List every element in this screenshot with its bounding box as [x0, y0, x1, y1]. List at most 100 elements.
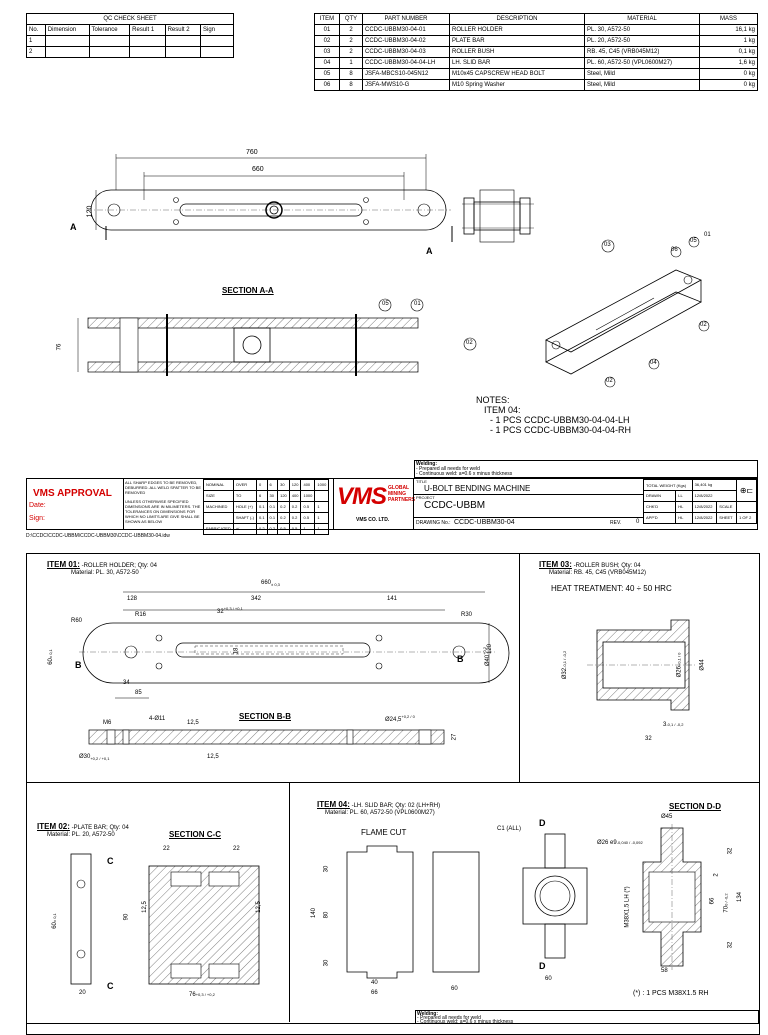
welding-block: Welding: - Prepared all needs for weld -…	[414, 460, 758, 478]
assembly-side-view	[462, 189, 534, 243]
approval-sign: Sign:	[29, 515, 45, 522]
section-marker-d-top: D	[539, 818, 546, 828]
qc-header: No.	[26, 24, 46, 36]
dim-holes: 4-Ø11	[149, 716, 166, 722]
drawing-no-label: DRAWING No.:	[416, 520, 451, 526]
qc-row-no: 1	[26, 35, 46, 47]
notes-title: NOTES:	[476, 395, 510, 405]
bom-header: PART NUMBER	[362, 13, 450, 25]
item01-heading: ITEM 01:	[47, 560, 80, 569]
section-aa-title: SECTION A-A	[222, 286, 274, 295]
dim-134: 134	[737, 891, 744, 903]
dim-20: 20	[79, 990, 86, 996]
balloon-02: 02	[466, 340, 473, 346]
item02-header: ITEM 02: -PLATE BAR; Qty: 04	[37, 822, 129, 831]
dim-66: 66	[371, 990, 378, 996]
title-block: VMS APPROVAL Date: Sign: ALL SHARP EDGES…	[26, 478, 758, 535]
notes-item: ITEM 04:	[484, 405, 521, 415]
welding-title: Welding:	[416, 461, 438, 467]
dim-66: 66	[709, 897, 716, 905]
bom-header: QTY	[339, 13, 363, 25]
item04-note: (*) : 1 PCS M38X1.5 RH	[633, 990, 709, 997]
item04-desc: -LH. SLID BAR; Qty: 02 (LH+RH)	[349, 803, 441, 809]
dim-60: 60± 0,1	[47, 649, 54, 665]
section-marker-c-top: C	[107, 856, 114, 866]
dim-22: 22	[233, 846, 240, 852]
dim-90: 90	[123, 913, 130, 921]
dim-70: 700 / -0,2	[723, 893, 730, 913]
balloon-01: 01	[704, 232, 711, 238]
notes: NOTES: ITEM 04: - 1 PCS CCDC-UBBM30-04-0…	[476, 395, 631, 435]
vms-approval-box: VMS APPROVAL Date: Sign:	[27, 479, 124, 529]
dim-12-5: 12,5	[255, 901, 262, 913]
item04-header: ITEM 04: -LH. SLID BAR; Qty: 02 (LH+RH)	[317, 800, 440, 809]
assembly-top-view	[86, 154, 453, 242]
vms-company: VMS CO. LTD.	[356, 517, 390, 523]
balloon-04: 04	[650, 360, 657, 366]
drawing-no: CCDC-UBBM30-04	[454, 519, 515, 526]
project-name: CCDC-UBBM	[424, 500, 486, 511]
vms-logo-text: VMS	[337, 483, 387, 510]
dim-d26e9: Ø26 e9-0,040 / -0,092	[597, 840, 643, 846]
balloon-01: 01	[414, 301, 421, 307]
section-marker-d-bottom: D	[539, 961, 546, 971]
dim-12-5: 12,5	[141, 901, 148, 913]
section-dd-title: SECTION D-D	[669, 802, 721, 811]
dim-22: 22	[163, 846, 170, 852]
item01-section-bb	[88, 729, 445, 745]
section-marker-c-bottom: C	[107, 981, 114, 991]
dim-760: 760	[246, 149, 258, 156]
dim-60: 60± 0,1	[51, 913, 58, 929]
rev-value: 0	[636, 519, 640, 525]
dim-30: 30	[323, 865, 330, 873]
dim-30: 30	[323, 959, 330, 967]
dim-32: 32+0,3 / +0,1	[217, 606, 243, 615]
file-path: D:\CCDC\CCDC-UBBM\CCDC-UBBM30\CCDC-UBBM3…	[26, 533, 170, 539]
dim-40: 40	[371, 980, 378, 986]
balloon-02: 02	[700, 322, 707, 328]
dim-12-5-b: 12,5	[207, 754, 219, 760]
bom-header: ITEM	[314, 13, 340, 25]
qc-header: Result 2	[164, 24, 202, 36]
dim-m6: M6	[103, 720, 112, 726]
approval-date: Date:	[29, 502, 46, 509]
title-label: TITLE	[416, 479, 427, 484]
bom-header: MASS	[699, 13, 758, 25]
dim-34: 34	[123, 680, 130, 686]
qc-title: QC CHECK SHEET	[26, 13, 234, 25]
dim-d44: Ø44	[699, 659, 706, 671]
dim-660: 660	[252, 166, 264, 173]
qc-header: Tolerance	[88, 24, 131, 36]
item02-material: Material: PL. 20, A572-50	[47, 832, 115, 838]
dim-32: 32	[727, 847, 734, 855]
c1-label: C1 (ALL)	[497, 826, 522, 832]
section-marker-a-right: A	[426, 246, 433, 256]
dim-128: 128	[127, 596, 138, 602]
item04-material: Material: PL. 60, A572-50 (VPL0600M27)	[325, 810, 435, 816]
notes-item: - 1 PCS CCDC-UBBM30-04-04-LH	[490, 415, 630, 425]
drawing-title: U-BOLT BENDING MACHINE	[424, 484, 531, 493]
heat-treatment: HEAT TREATMENT: 40 ÷ 50 HRC	[551, 584, 672, 593]
dim-r60: R60	[71, 618, 83, 624]
bill-of-materials: ITEM QTY PART NUMBER DESCRIPTION MATERIA…	[314, 13, 758, 91]
welding-title: Welding:	[417, 1011, 439, 1017]
section-marker-a-left: A	[70, 222, 77, 232]
item01-desc: -ROLLER HOLDER; Qty: 04	[79, 563, 157, 569]
section-cc-title: SECTION C-C	[169, 830, 221, 839]
item02-heading: ITEM 02:	[37, 822, 70, 831]
qc-row-no: 2	[26, 46, 46, 58]
dim-141: 141	[387, 596, 398, 602]
item04-section-dd	[642, 824, 702, 970]
tolerance-note: UNLESS OTHERWISE SPECIFIED DIMENSIONS AR…	[125, 499, 201, 524]
dim-140: 140	[311, 907, 318, 919]
item03-material: Material: RB. 45, C45 (VRB045M12)	[549, 570, 647, 576]
dim-d45: Ø45	[661, 814, 673, 820]
balloon-06: 06	[671, 247, 678, 253]
balloon-05: 05	[382, 301, 389, 307]
